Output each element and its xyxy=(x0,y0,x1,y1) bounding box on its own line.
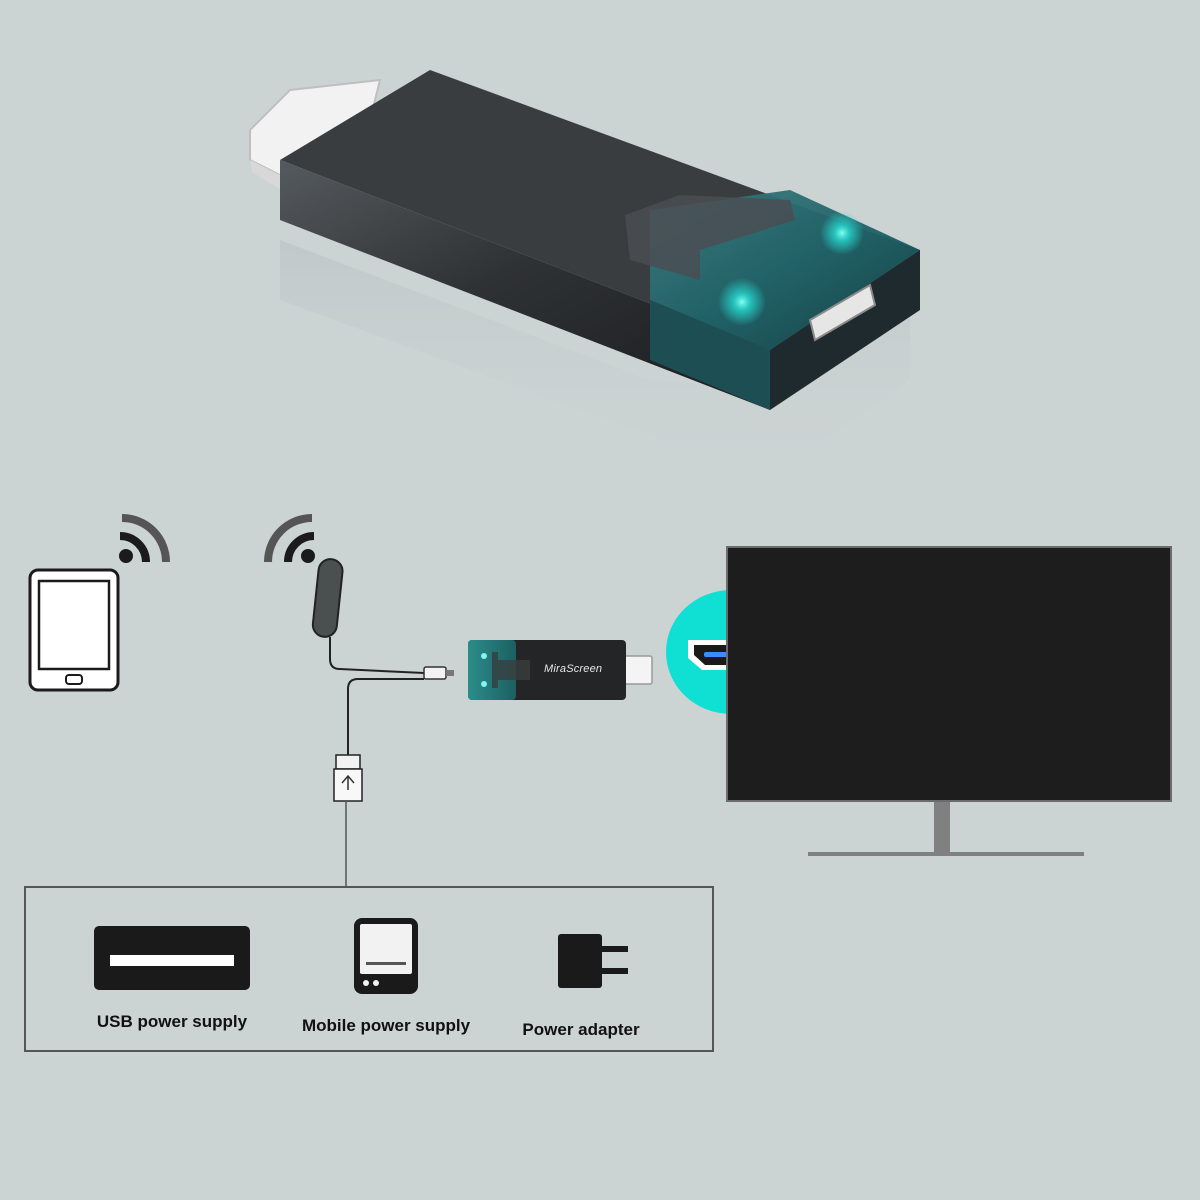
power-adapter-icon xyxy=(556,932,630,990)
power-option-label: USB power supply xyxy=(96,1012,248,1031)
dongle-brand-label: MiraScreen xyxy=(544,663,603,675)
smartphone-icon xyxy=(28,568,120,692)
usb-plug-icon xyxy=(333,754,363,802)
usb-port-icon xyxy=(92,924,252,992)
wifi-signal-icon xyxy=(262,512,324,574)
power-options-panel: USB power supply Mobile power supply Pow… xyxy=(24,886,714,1052)
antenna-cable xyxy=(300,555,470,890)
power-bank-icon xyxy=(352,916,420,996)
dongle-hero xyxy=(230,50,950,490)
power-option-label: Mobile power supply xyxy=(301,1016,471,1035)
tv-monitor-icon xyxy=(726,546,1172,858)
wifi-signal-icon xyxy=(110,512,172,574)
dongle-small: MiraScreen xyxy=(468,638,656,702)
power-option-label: Power adapter xyxy=(522,1020,640,1039)
